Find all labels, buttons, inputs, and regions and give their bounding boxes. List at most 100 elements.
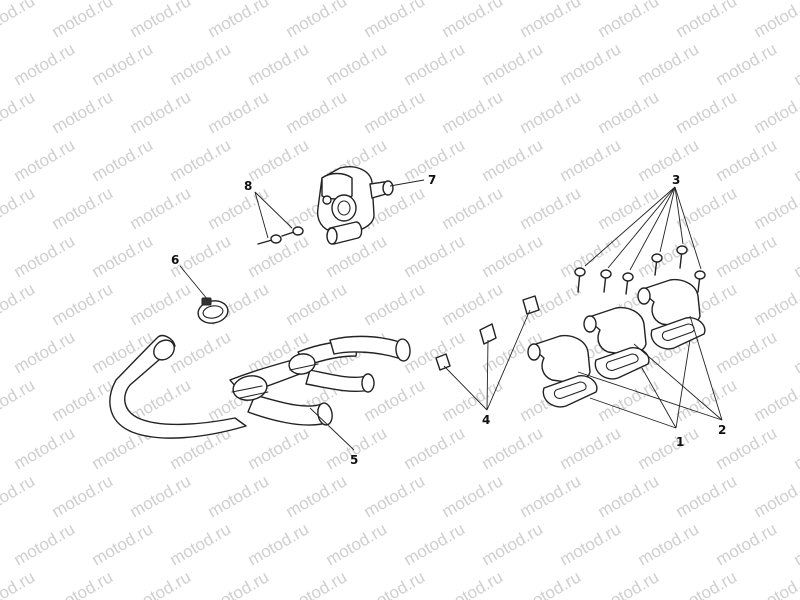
watermark-text: motod.ru bbox=[401, 423, 469, 473]
watermark-text: motod.ru bbox=[673, 87, 741, 137]
hose-clamp-icon bbox=[197, 297, 229, 324]
watermark-text: motod.ru bbox=[439, 87, 507, 137]
watermark-text: motod.ru bbox=[517, 567, 585, 600]
watermark-text: motod.ru bbox=[245, 39, 313, 89]
watermark-text: motod.ru bbox=[0, 0, 38, 41]
watermark-text: motod.ru bbox=[439, 471, 507, 521]
watermark-text: motod.ru bbox=[791, 519, 800, 569]
watermark-text: motod.ru bbox=[791, 327, 800, 377]
watermark-text: motod.ru bbox=[245, 135, 313, 185]
gasket-set-icon bbox=[542, 317, 706, 408]
watermark-text: motod.ru bbox=[635, 231, 703, 281]
watermark-text: motod.ru bbox=[751, 183, 800, 233]
watermark-text: motod.ru bbox=[479, 423, 547, 473]
watermark-text: motod.ru bbox=[11, 135, 79, 185]
watermark-text: motod.ru bbox=[205, 471, 273, 521]
watermark-text: motod.ru bbox=[323, 39, 391, 89]
watermark-text: motod.ru bbox=[401, 519, 469, 569]
bolt-set-icon bbox=[574, 245, 706, 295]
watermark-text: motod.ru bbox=[635, 39, 703, 89]
clip-set-icon bbox=[435, 295, 540, 371]
watermark-text: motod.ru bbox=[127, 567, 195, 600]
watermark-text: motod.ru bbox=[713, 135, 781, 185]
watermark-text: motod.ru bbox=[49, 375, 117, 425]
hose-assembly-icon bbox=[109, 334, 411, 439]
callout-labels: 1 2 3 4 5 6 7 8 bbox=[171, 173, 726, 467]
watermark-text: motod.ru bbox=[673, 471, 741, 521]
watermark-text: motod.ru bbox=[49, 567, 117, 600]
callout-8: 8 bbox=[244, 179, 252, 193]
watermark-text: motod.ru bbox=[167, 327, 235, 377]
watermark-text: motod.ru bbox=[11, 423, 79, 473]
watermark-text: motod.ru bbox=[361, 87, 429, 137]
watermark-text: motod.ru bbox=[0, 87, 38, 137]
watermark-text: motod.ru bbox=[283, 87, 351, 137]
watermark-text: motod.ru bbox=[205, 183, 273, 233]
watermark-text: motod.ru bbox=[673, 567, 741, 600]
callout-4: 4 bbox=[482, 413, 490, 427]
watermark-text: motod.ru bbox=[439, 183, 507, 233]
watermark-text: motod.ru bbox=[751, 375, 800, 425]
watermark-text: motod.ru bbox=[673, 375, 741, 425]
watermark-text: motod.ru bbox=[791, 39, 800, 89]
callout-2: 2 bbox=[718, 423, 726, 437]
watermark-text: motod.ru bbox=[205, 87, 273, 137]
watermark-text: motod.ru bbox=[49, 183, 117, 233]
watermark-text: motod.ru bbox=[479, 39, 547, 89]
watermark-text: motod.ru bbox=[751, 87, 800, 137]
watermark-text: motod.ru bbox=[713, 231, 781, 281]
watermark-text: motod.ru bbox=[635, 423, 703, 473]
watermark-text: motod.ru bbox=[713, 39, 781, 89]
watermark-text: motod.ru bbox=[557, 231, 625, 281]
watermark-text: motod.ru bbox=[517, 471, 585, 521]
watermark-text: motod.ru bbox=[673, 183, 741, 233]
watermark-text: motod.ru bbox=[751, 0, 800, 41]
watermark-text: motod.ru bbox=[751, 567, 800, 600]
watermark-text: motod.ru bbox=[479, 519, 547, 569]
watermark-text: motod.ru bbox=[439, 567, 507, 600]
watermark-text: motod.ru bbox=[673, 0, 741, 41]
watermark-text: motod.ru bbox=[167, 519, 235, 569]
callout-1: 1 bbox=[676, 435, 684, 449]
watermark-text: motod.ru bbox=[205, 0, 273, 41]
watermark-text: motod.ru bbox=[49, 87, 117, 137]
watermark-text: motod.ru bbox=[205, 567, 273, 600]
watermark-text: motod.ru bbox=[89, 519, 157, 569]
watermark-text: motod.ru bbox=[361, 279, 429, 329]
watermark-text: motod.ru bbox=[127, 279, 195, 329]
watermark-text: motod.ru bbox=[11, 327, 79, 377]
watermark-text: motod.ru bbox=[557, 39, 625, 89]
watermark-text: motod.ru bbox=[361, 471, 429, 521]
watermark-text: motod.ru bbox=[595, 0, 663, 41]
watermark-text: motod.ru bbox=[713, 519, 781, 569]
watermark-text: motod.ru bbox=[791, 135, 800, 185]
watermark-text: motod.ru bbox=[283, 279, 351, 329]
watermark-text: motod.ru bbox=[595, 87, 663, 137]
callout-6: 6 bbox=[171, 253, 179, 267]
watermark-text: motod.ru bbox=[751, 279, 800, 329]
watermark-text: motod.ru bbox=[89, 135, 157, 185]
watermark-text: motod.ru bbox=[11, 231, 79, 281]
air-valve-icon bbox=[316, 166, 394, 245]
watermark-text: motod.ru bbox=[323, 519, 391, 569]
watermark-text: motod.ru bbox=[517, 183, 585, 233]
watermark-text: motod.ru bbox=[167, 39, 235, 89]
watermark-text: motod.ru bbox=[0, 471, 38, 521]
watermark-text: motod.ru bbox=[49, 0, 117, 41]
callout-3: 3 bbox=[672, 173, 680, 187]
watermark-text: motod.ru bbox=[517, 87, 585, 137]
watermark-text: motod.ru bbox=[0, 567, 38, 600]
watermark-text: motod.ru bbox=[283, 567, 351, 600]
watermark-text: motod.ru bbox=[283, 471, 351, 521]
watermark-text: motod.ru bbox=[0, 279, 38, 329]
watermark-text: motod.ru bbox=[479, 231, 547, 281]
watermark-text: motod.ru bbox=[49, 471, 117, 521]
watermark-text: motod.ru bbox=[557, 135, 625, 185]
watermark-text: motod.ru bbox=[595, 183, 663, 233]
screw-pair-icon bbox=[257, 226, 304, 245]
watermark-text: motod.ru bbox=[89, 39, 157, 89]
watermark-text: motod.ru bbox=[127, 0, 195, 41]
watermark-text: motod.ru bbox=[479, 135, 547, 185]
